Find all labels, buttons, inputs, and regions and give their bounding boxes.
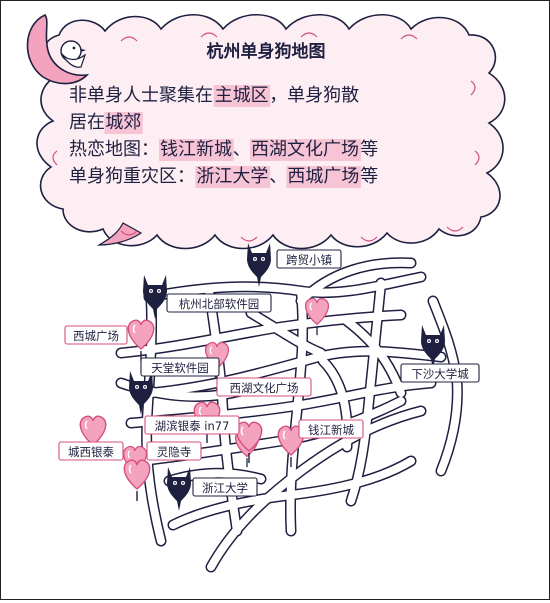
text-highlight bbox=[286, 166, 362, 188]
place-label-box bbox=[400, 363, 480, 383]
info-phrase: 居在 bbox=[69, 112, 105, 133]
place-label: 杭州北部软件园 bbox=[166, 293, 272, 313]
info-phrase: 等 bbox=[360, 139, 378, 160]
place-name: 天堂软件园 bbox=[151, 361, 209, 375]
place-label-box bbox=[298, 419, 364, 439]
place-label: 西湖文化广场 bbox=[216, 377, 312, 397]
road bbox=[343, 317, 405, 397]
highlighted-phrase: 主城区 bbox=[215, 85, 269, 106]
highlighted-phrase: 浙江大学 bbox=[196, 166, 268, 187]
place-label: 下沙大学城 bbox=[400, 363, 480, 383]
info-phrase: 单身狗重灾区： bbox=[69, 166, 195, 187]
heart-pin-icon bbox=[127, 319, 155, 361]
place-label: 跨贸小镇 bbox=[276, 249, 342, 269]
cloud-tail bbox=[96, 222, 143, 246]
place-label-box bbox=[146, 441, 202, 461]
road bbox=[207, 407, 425, 571]
heart-pin-icon bbox=[123, 459, 151, 501]
info-phrase: 等 bbox=[360, 166, 378, 187]
info-phrase: 、 bbox=[233, 139, 251, 160]
place-label-box bbox=[216, 377, 312, 397]
place-label-box bbox=[64, 325, 128, 345]
place-label: 城西银泰 bbox=[58, 441, 124, 461]
place-name: 湖滨银泰 in77 bbox=[155, 419, 230, 433]
place-label: 钱江新城 bbox=[298, 419, 364, 439]
info-phrase: 非单身人士聚集在 bbox=[69, 85, 213, 106]
place-label-box bbox=[192, 477, 258, 497]
place-label-box bbox=[144, 415, 240, 435]
cloud-shape bbox=[36, 13, 506, 250]
road bbox=[297, 258, 415, 305]
info-text-block: 非单身人士聚集在主城区，单身狗散居在城郊热恋地图：钱江新城、西湖文化广场等单身狗… bbox=[69, 85, 378, 188]
info-phrase: 热恋地图： bbox=[69, 138, 159, 160]
place-name: 跨贸小镇 bbox=[286, 253, 332, 267]
highlighted-phrase: 西城广场 bbox=[287, 166, 359, 187]
crescent-moon-icon bbox=[26, 13, 90, 85]
black-dog-pin-icon bbox=[129, 371, 153, 415]
place-label: 天堂软件园 bbox=[140, 357, 220, 377]
place-label-box bbox=[58, 441, 124, 461]
road bbox=[286, 287, 307, 535]
place-label: 灵隐寺 bbox=[146, 441, 202, 461]
place-name: 灵隐寺 bbox=[157, 445, 192, 459]
place-label-box bbox=[276, 249, 342, 269]
info-cloud bbox=[36, 13, 506, 250]
place-label-box bbox=[140, 357, 220, 377]
place-name: 城西银泰 bbox=[68, 445, 114, 459]
place-name: 浙江大学 bbox=[202, 481, 248, 495]
highlighted-phrase: 钱江新城 bbox=[160, 139, 232, 160]
place-name: 下沙大学城 bbox=[411, 367, 469, 381]
text-highlight bbox=[250, 139, 362, 161]
place-name: 杭州北部软件园 bbox=[179, 297, 260, 311]
place-label-box bbox=[166, 293, 272, 313]
black-dog-pin-icon bbox=[167, 467, 191, 511]
heart-pin-icon bbox=[79, 415, 107, 457]
heart-pin-icon bbox=[304, 297, 330, 336]
place-name: 西湖文化广场 bbox=[230, 381, 299, 395]
road bbox=[247, 309, 325, 357]
black-dog-pin-icon bbox=[421, 325, 445, 369]
cloud-swirls bbox=[52, 32, 480, 242]
text-highlight bbox=[104, 112, 143, 134]
road bbox=[147, 347, 445, 397]
text-highlight bbox=[213, 85, 271, 107]
place-name: 钱江新城 bbox=[308, 423, 354, 437]
black-dog-pin-icon bbox=[143, 275, 167, 319]
black-dog-pin-icon bbox=[247, 243, 271, 287]
highlighted-phrase: 城郊 bbox=[105, 112, 141, 133]
place-label: 西城广场 bbox=[64, 325, 128, 345]
place-name: 西城广场 bbox=[73, 329, 119, 343]
map-title: 杭州单身狗地图 bbox=[207, 41, 326, 62]
text-highlight bbox=[195, 166, 271, 188]
highlighted-phrase: 西湖文化广场 bbox=[251, 139, 359, 160]
info-phrase: ，单身狗散 bbox=[269, 85, 359, 106]
road bbox=[347, 279, 385, 505]
text-highlight bbox=[159, 139, 234, 161]
place-label: 浙江大学 bbox=[192, 477, 258, 497]
place-label: 湖滨银泰 in77 bbox=[144, 415, 240, 435]
info-phrase: 、 bbox=[269, 166, 287, 187]
